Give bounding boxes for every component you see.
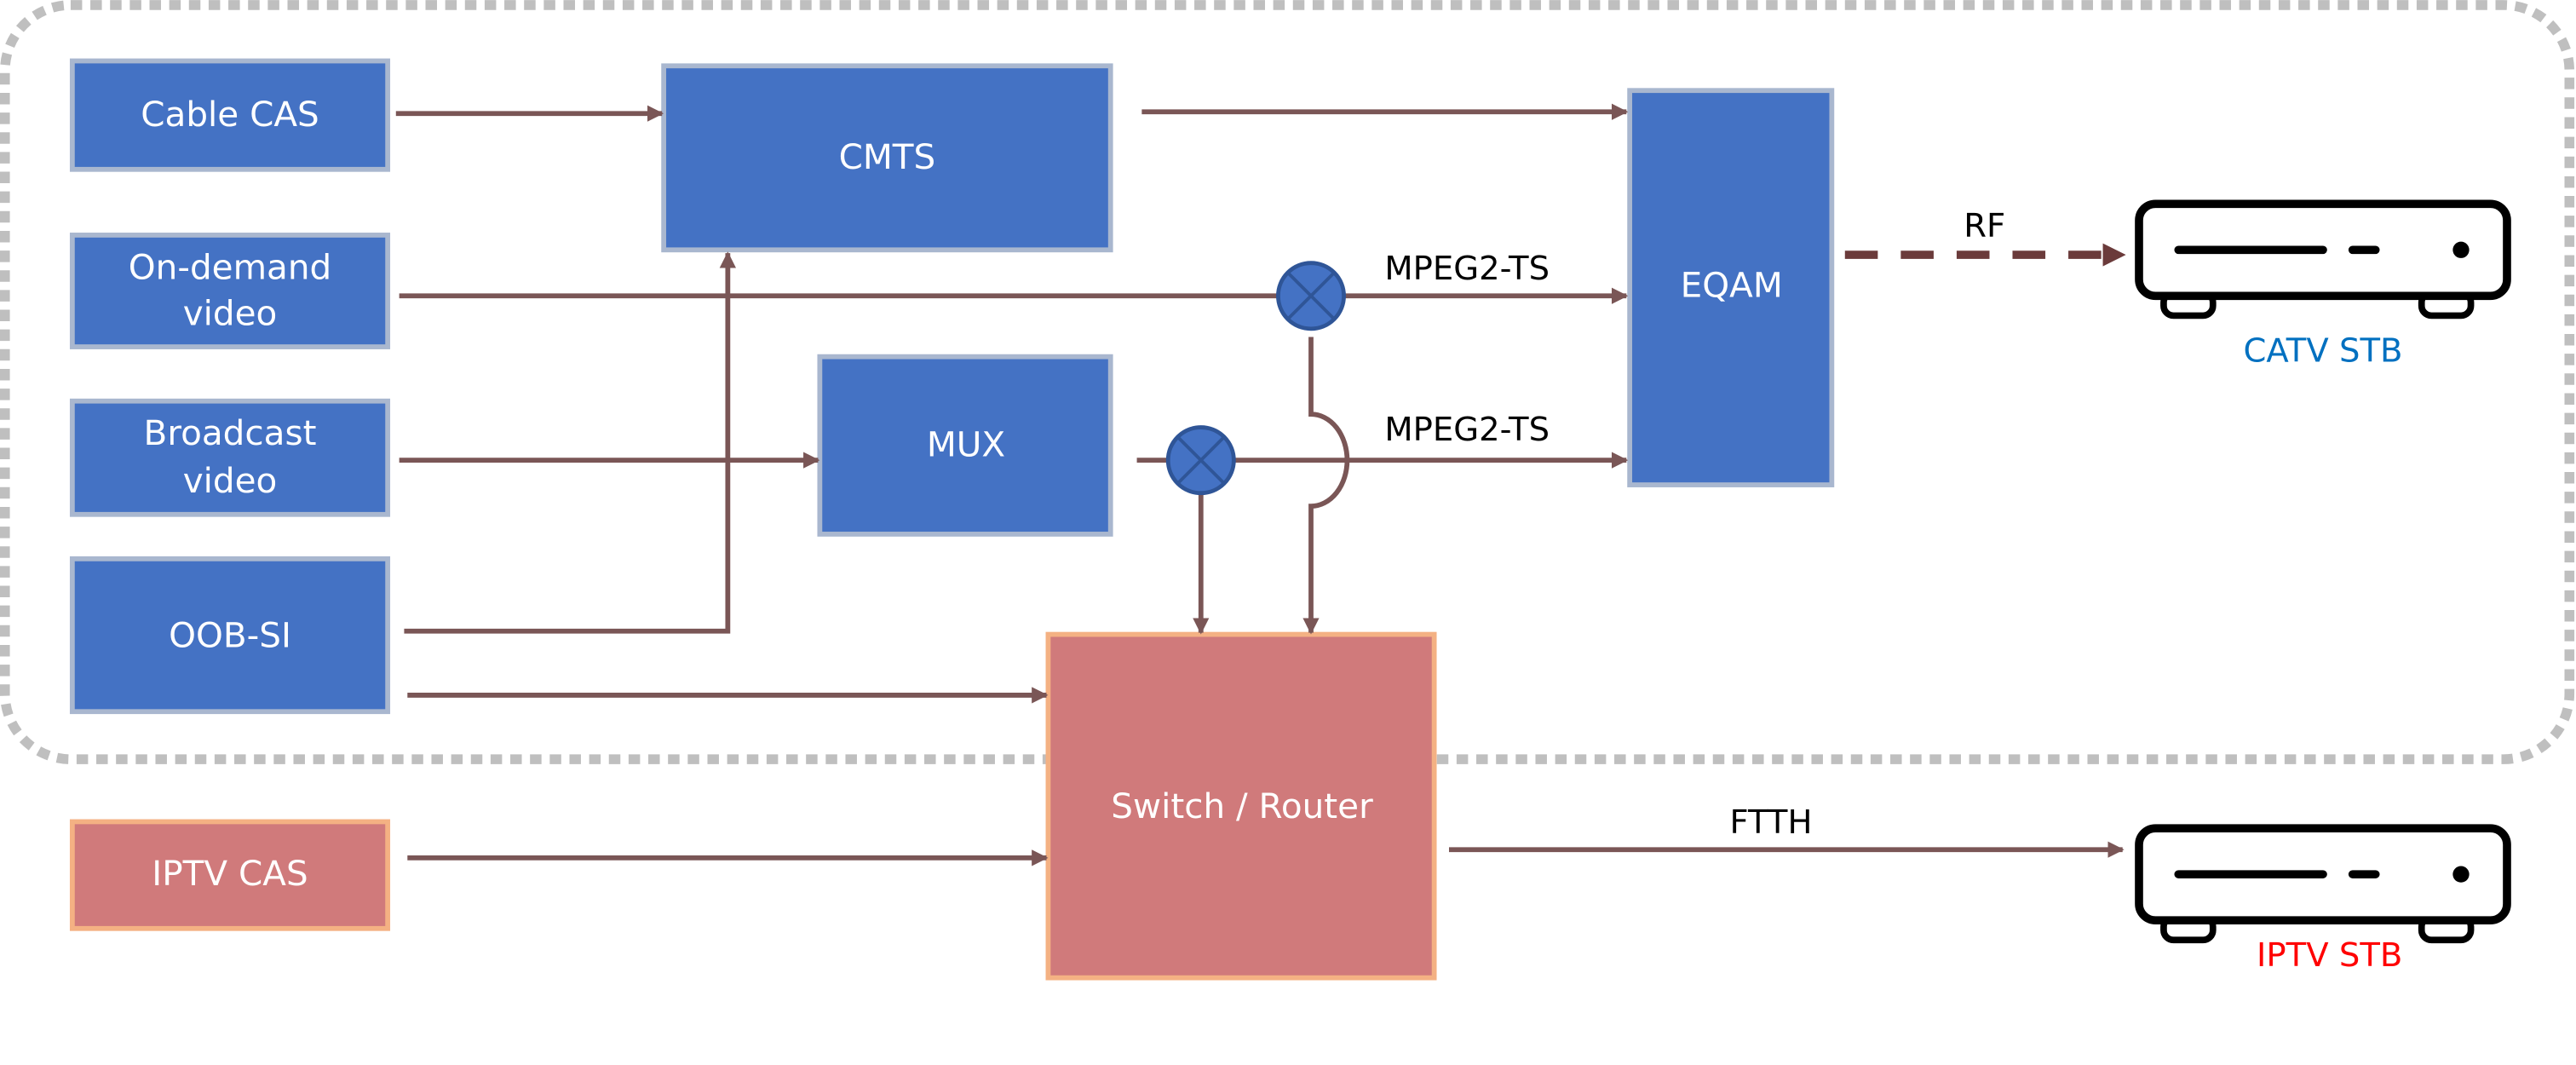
edge-mixer-to-switch-hop (1302, 337, 1350, 635)
on-demand-label-line1: On-demand (129, 246, 331, 287)
cmts-box: CMTS (661, 63, 1113, 253)
mixer-icon (1165, 425, 1236, 496)
oob-si-box: OOB-SI (69, 556, 391, 715)
edge-oob-si-to-cmts (404, 251, 737, 634)
switch-router-box: Switch / Router (1045, 631, 1437, 981)
set-top-box-icon (2135, 824, 2511, 944)
iptv-stb-label: IPTV STB (2257, 936, 2402, 975)
catv-stb-label: CATV STB (2243, 331, 2402, 370)
broadcast-label-line2: video (183, 460, 278, 501)
iptv-cas-label: IPTV CAS (152, 853, 308, 894)
rf-label: RF (1964, 207, 2005, 245)
eqam-box: EQAM (1627, 88, 1835, 487)
mpeg2-ts-lower-label: MPEG2-TS (1384, 411, 1550, 449)
broadcast-label-line1: Broadcast (144, 412, 317, 453)
iptv-cas-box: IPTV CAS (69, 819, 391, 931)
set-top-box-icon (2135, 199, 2511, 320)
switch-router-label: Switch / Router (1111, 786, 1373, 826)
mixer-icon (1276, 261, 1346, 331)
mpeg2-ts-upper-label: MPEG2-TS (1384, 250, 1550, 288)
cable-cas-box: Cable CAS (69, 58, 391, 172)
broadcast-video-box: Broadcast video (69, 398, 391, 517)
mux-box: MUX (817, 354, 1113, 537)
on-demand-label-line2: video (183, 292, 278, 333)
eqam-label: EQAM (1681, 265, 1783, 306)
cable-cas-label: Cable CAS (141, 94, 319, 135)
mux-label: MUX (927, 424, 1005, 465)
oob-si-label: OOB-SI (169, 614, 291, 655)
ftth-label: FTTH (1730, 803, 1813, 842)
on-demand-video-box: On-demand video (69, 233, 391, 349)
cmts-label: CMTS (839, 136, 936, 177)
